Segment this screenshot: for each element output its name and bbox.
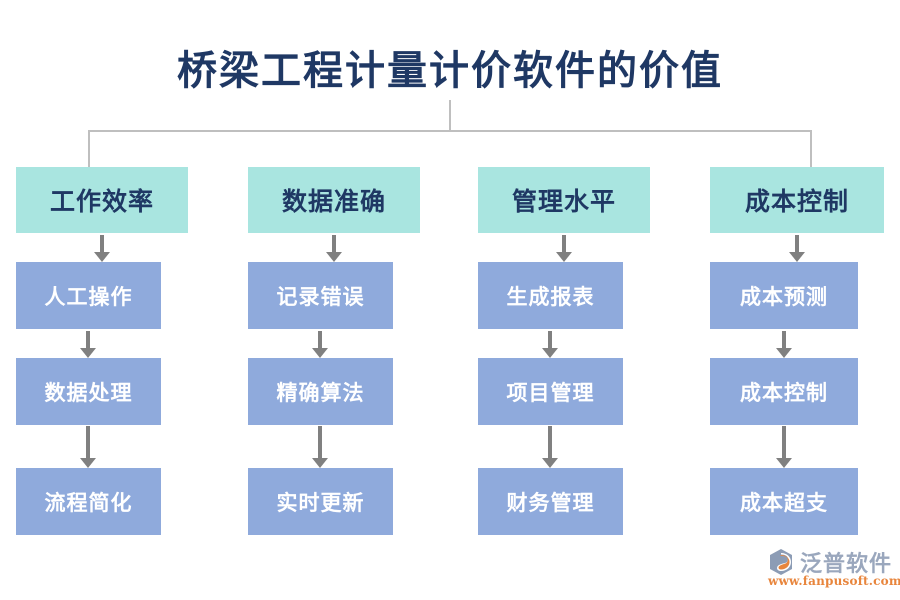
branch-4-node-3[interactable]: 成本超支 [710,468,858,535]
branch-4-node-3-label: 成本超支 [740,489,828,515]
branch-4-node-2-label: 成本控制 [740,379,828,405]
connector-horizontal-bar [88,130,812,132]
logo-website-url: www.fanpusoft.com [768,574,900,588]
branch-1-node-3[interactable]: 流程简化 [16,468,161,535]
branch-2-node-2-label: 精确算法 [276,379,365,405]
branch-1-node-1[interactable]: 人工操作 [16,262,161,329]
arrow-down-b2-2 [312,426,328,468]
branch-header-4[interactable]: 成本控制 [710,167,884,233]
branch-3-node-2-label: 项目管理 [506,379,595,405]
arrow-down-b3-h [556,235,572,262]
arrow-down-b4-1 [776,331,792,358]
branch-3-node-1[interactable]: 生成报表 [478,262,623,329]
branch-3-node-3-label: 财务管理 [506,489,595,515]
connector-branch-4-drop [810,130,812,167]
branch-1-node-3-label: 流程简化 [44,489,133,515]
branch-3-node-1-label: 生成报表 [506,283,595,309]
branch-2-node-3[interactable]: 实时更新 [248,468,393,535]
arrow-down-b2-h [326,235,342,262]
arrow-down-b2-1 [312,331,328,358]
branch-header-1[interactable]: 工作效率 [16,167,188,233]
company-logo: 泛普软件 www.fanpusoft.com [766,546,900,590]
arrow-down-b1-2 [80,426,96,468]
branch-header-2-label: 数据准确 [281,187,386,216]
fanpu-mark-icon [766,548,796,578]
branch-2-node-1-label: 记录错误 [276,283,365,309]
branch-4-node-2[interactable]: 成本控制 [710,358,858,425]
arrow-down-b1-h [94,235,110,262]
branch-header-1-label: 工作效率 [49,187,154,216]
branch-header-2[interactable]: 数据准确 [248,167,420,233]
branch-3-node-3[interactable]: 财务管理 [478,468,623,535]
arrow-down-b1-1 [80,331,96,358]
branch-4-node-1-label: 成本预测 [740,283,828,309]
connector-branch-1-drop [88,130,90,167]
branch-4-node-1[interactable]: 成本预测 [710,262,858,329]
branch-1-node-2-label: 数据处理 [44,379,133,405]
arrow-down-b3-1 [542,331,558,358]
branch-1-node-2[interactable]: 数据处理 [16,358,161,425]
branch-header-3[interactable]: 管理水平 [478,167,650,233]
branch-3-node-2[interactable]: 项目管理 [478,358,623,425]
branch-header-4-label: 成本控制 [744,187,849,216]
branch-1-node-1-label: 人工操作 [44,283,133,309]
branch-2-node-1[interactable]: 记录错误 [248,262,393,329]
arrow-down-b3-2 [542,426,558,468]
branch-2-node-3-label: 实时更新 [276,489,365,515]
page-title: 桥梁工程计量计价软件的价值 [177,47,723,94]
connector-root-stem [449,100,451,131]
arrow-down-b4-h [789,235,805,262]
logo-company-name: 泛普软件 [800,552,893,577]
branch-2-node-2[interactable]: 精确算法 [248,358,393,425]
branch-header-3-label: 管理水平 [511,187,616,216]
arrow-down-b4-2 [776,426,792,468]
